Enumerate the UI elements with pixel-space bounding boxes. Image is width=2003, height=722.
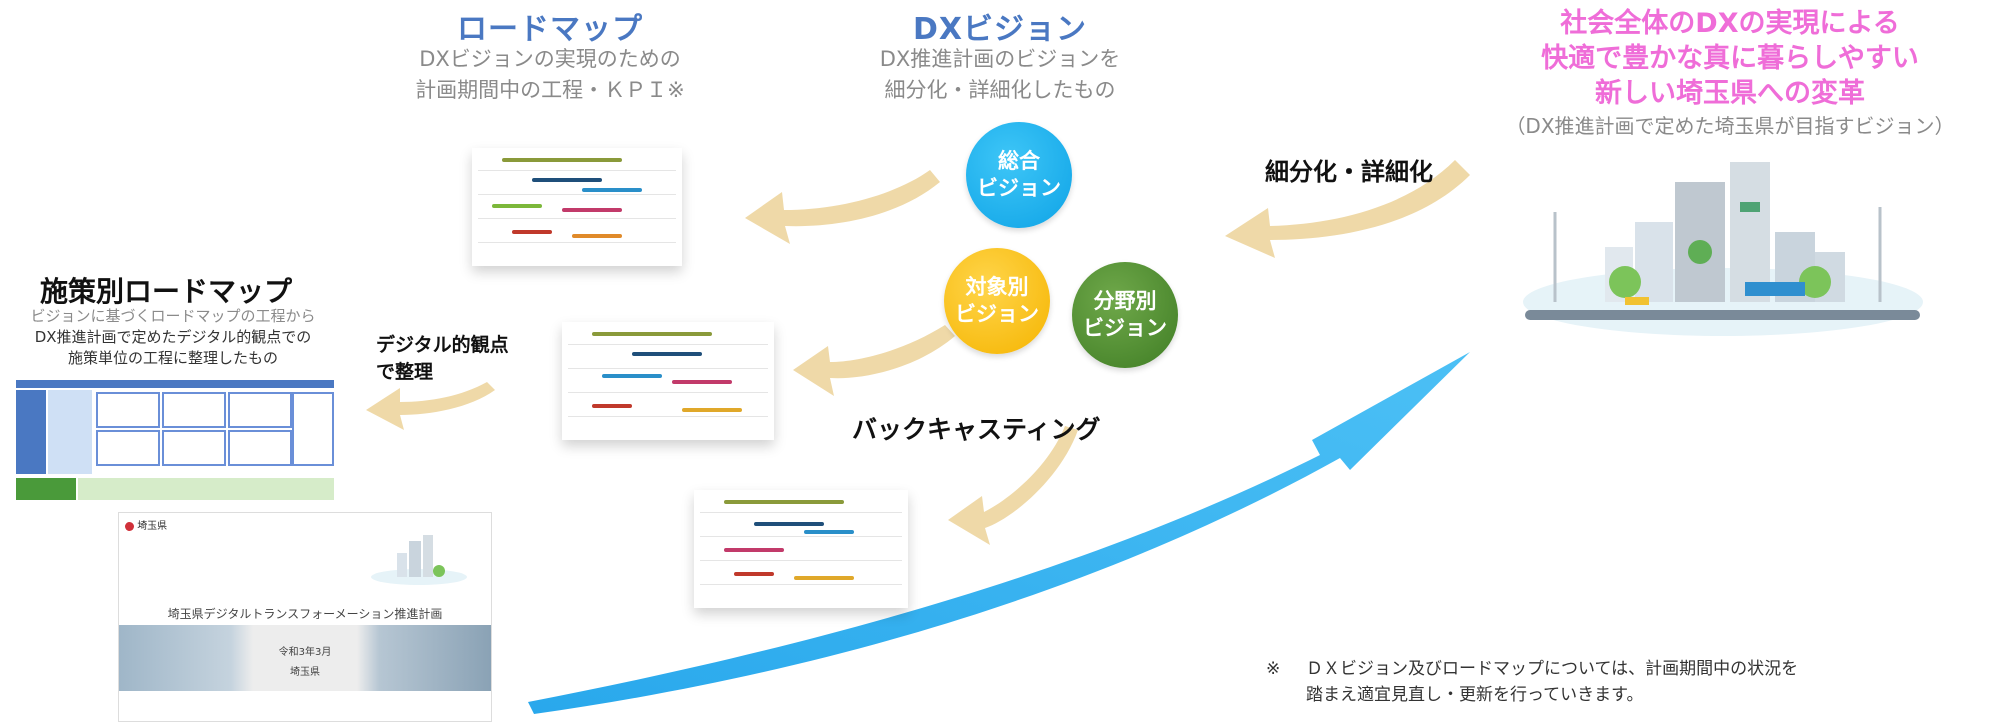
footnote-line1: ※ ＤＸビジョン及びロードマップについては、計画期間中の状況を <box>1266 656 1798 682</box>
document-org: 埼玉県 <box>290 667 320 678</box>
dx-vision-desc: DX推進計画のビジョンを 細分化・詳細化したもの <box>820 44 1180 106</box>
roadmap-desc: DXビジョンの実現のための 計画期間中の工程・ＫＰＩ※ <box>360 44 740 106</box>
roadmap-title: ロードマップ <box>457 12 643 47</box>
goal-line3: 新しい埼玉県への変革 <box>1595 78 1865 109</box>
policy-roadmap-desc-line1: ビジョンに基づくロードマップの工程から <box>30 307 316 325</box>
document-city-icon <box>371 535 467 585</box>
roadmap-thumbnail-target <box>562 322 774 440</box>
roadmap-desc-line1: DXビジョンの実現のための <box>419 47 681 71</box>
target-vision-line2: ビジョン <box>955 302 1039 326</box>
policy-roadmap-desc-line2: DX推進計画で定めたデジタル的観点での <box>34 328 312 346</box>
field-vision-line1: 分野別 <box>1093 289 1157 313</box>
dx-vision-desc-line2: 細分化・詳細化したもの <box>884 78 1116 102</box>
footnote-text1: ＤＸビジョン及びロードマップについては、計画期間中の状況を <box>1306 659 1799 679</box>
arrow-target-to-roadmap <box>793 325 955 396</box>
footnote-line2: 踏まえ適宜見直し・更新を行っていきます。 <box>1306 685 1644 705</box>
footnote-mark: ※ <box>1266 659 1281 679</box>
dx-vision-desc-line1: DX推進計画のビジョンを <box>879 47 1121 71</box>
roadmap-thumbnail-field <box>694 490 908 608</box>
digital-line1: デジタル的観点 <box>376 334 509 356</box>
subdivide-label: 細分化・詳細化 <box>1265 158 1433 186</box>
document-photo-strip <box>119 625 491 691</box>
dx-vision-title: DXビジョン <box>912 12 1088 47</box>
roadmap-thumbnail-general <box>472 148 682 266</box>
goal-note: （DX推進計画で定めた埼玉県が目指すビジョン） <box>1505 114 1955 138</box>
plan-document-cover: 埼玉県 埼玉県デジタルトランスフォーメーション推進計画 令和3年3月 埼玉県 <box>118 512 492 722</box>
footnote: ※ ＤＸビジョン及びロードマップについては、計画期間中の状況を 踏まえ適宜見直し・… <box>1266 656 1798 708</box>
document-logo-text: 埼玉県 <box>137 521 168 532</box>
goal-line1: 社会全体のDXの実現による <box>1560 8 1900 39</box>
document-title: 埼玉県デジタルトランスフォーメーション推進計画 <box>167 607 443 621</box>
policy-roadmap-desc-line3: 施策単位の工程に整理したもの <box>67 349 278 367</box>
general-vision-circle: 総合 ビジョン <box>966 122 1072 228</box>
arrow-to-policy-roadmap <box>366 382 495 430</box>
field-vision-circle: 分野別 ビジョン <box>1072 262 1178 368</box>
digital-line2: で整理 <box>376 361 434 383</box>
arrow-subdivide <box>1225 160 1470 258</box>
arrow-field-to-roadmap <box>948 426 1078 545</box>
digital-perspective-label: デジタル的観点 で整理 <box>376 332 509 386</box>
policy-roadmap-desc: ビジョンに基づくロードマップの工程から DX推進計画で定めたデジタル的観点での … <box>8 306 338 369</box>
policy-roadmap-title: 施策別ロードマップ <box>40 275 293 308</box>
target-vision-line1: 対象別 <box>965 275 1029 299</box>
prefecture-logo-icon <box>125 521 134 531</box>
general-vision-line1: 総合 <box>998 149 1040 173</box>
policy-table-thumbnail <box>16 380 334 500</box>
general-vision-line2: ビジョン <box>977 176 1061 200</box>
roadmap-desc-line2: 計画期間中の工程・ＫＰＩ※ <box>415 78 685 102</box>
field-vision-line2: ビジョン <box>1083 316 1167 340</box>
goal-block: 社会全体のDXの実現による 快適で豊かな真に暮らしやすい 新しい埼玉県への変革 … <box>1460 6 2000 142</box>
document-logo: 埼玉県 <box>125 517 167 532</box>
goal-line2: 快適で豊かな真に暮らしやすい <box>1541 43 1919 74</box>
document-date: 令和3年3月 <box>278 647 332 658</box>
smart-city-illustration <box>1523 162 1923 336</box>
backcasting-label: バックキャスティング <box>852 415 1101 444</box>
arrow-general-to-roadmap <box>745 170 940 244</box>
target-vision-circle: 対象別 ビジョン <box>944 248 1050 354</box>
